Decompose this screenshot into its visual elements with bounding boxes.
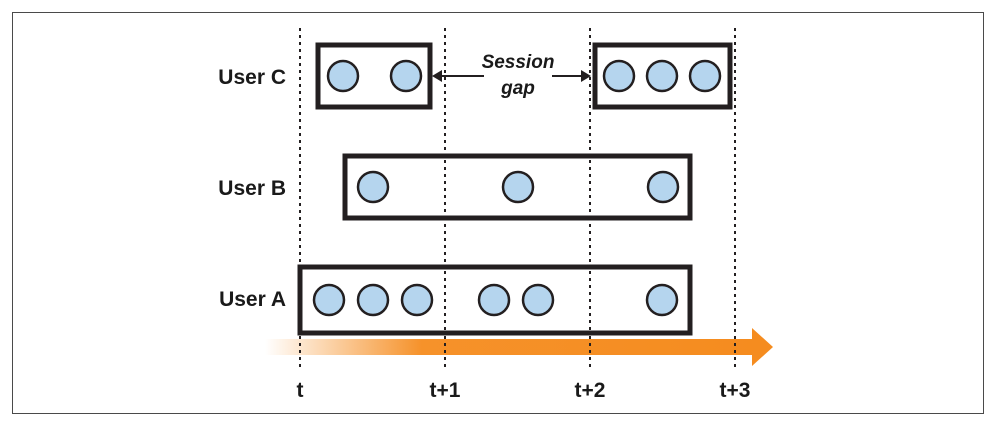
event-dot bbox=[312, 283, 346, 317]
user-b-label: User B bbox=[218, 177, 286, 200]
gap-label-line1: Session bbox=[482, 52, 555, 73]
user-c-label: User C bbox=[218, 66, 286, 89]
gap-label-line2: gap bbox=[500, 78, 535, 99]
event-dot bbox=[356, 170, 390, 204]
event-dot bbox=[602, 59, 636, 93]
user-a-label: User A bbox=[219, 288, 286, 311]
event-dot bbox=[326, 59, 360, 93]
event-dot bbox=[645, 283, 679, 317]
session-gap-annotation: Session gap bbox=[432, 52, 591, 99]
event-dot bbox=[646, 170, 680, 204]
time-arrow-shaft bbox=[265, 339, 755, 355]
event-dot bbox=[400, 283, 434, 317]
tick-label-t1: t+1 bbox=[430, 379, 461, 402]
event-dot bbox=[356, 283, 390, 317]
gap-arrow-left-head bbox=[432, 70, 442, 82]
tick-label-t3: t+3 bbox=[720, 379, 751, 402]
event-dot bbox=[521, 283, 555, 317]
event-dot bbox=[389, 59, 423, 93]
tick-label-t: t bbox=[297, 379, 304, 402]
tick-label-t2: t+2 bbox=[575, 379, 606, 402]
gap-arrow-right-head bbox=[581, 70, 591, 82]
event-dot bbox=[501, 170, 535, 204]
time-arrow-head bbox=[752, 328, 773, 366]
event-dot bbox=[477, 283, 511, 317]
event-dot bbox=[645, 59, 679, 93]
event-dot bbox=[688, 59, 722, 93]
